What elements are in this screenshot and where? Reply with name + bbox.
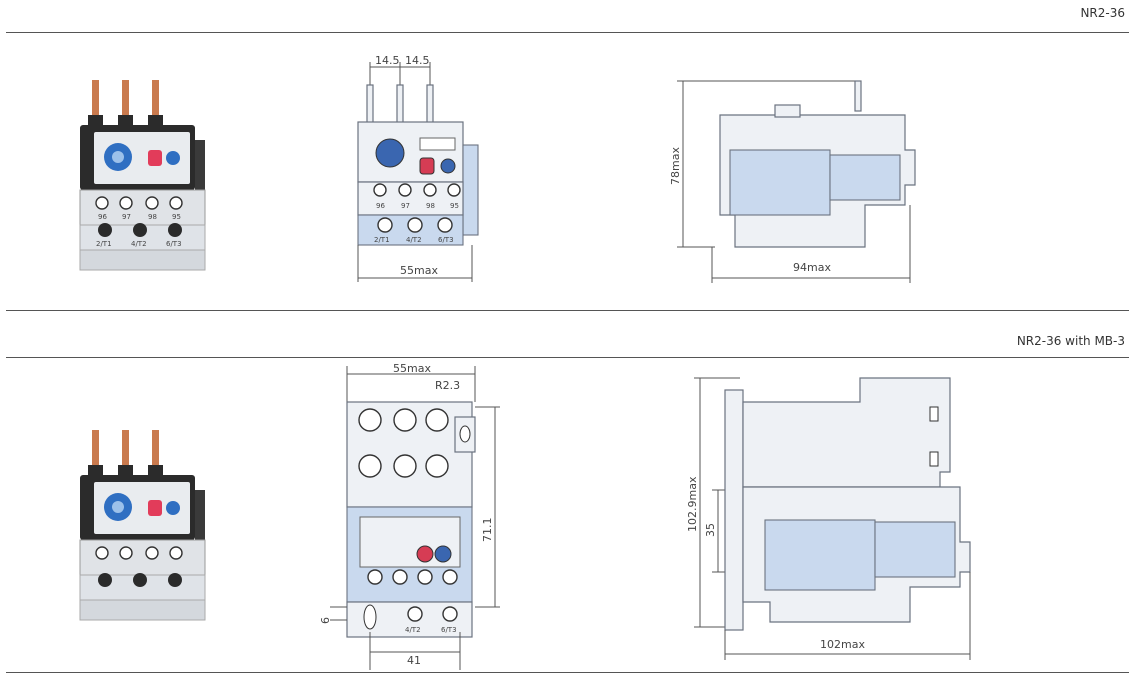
product-photo-nr2-36-mb-3 bbox=[79, 430, 206, 621]
mb-3-side bbox=[742, 377, 951, 488]
photo-label: 4/T2 bbox=[131, 240, 147, 248]
photo-label: 97 bbox=[122, 213, 131, 221]
front-label: 97 bbox=[401, 202, 410, 210]
dim-base: 41 bbox=[407, 654, 421, 667]
front-drawing-nr2-36: 14.5 14.5 96 97 98 95 2/T1 4/T2 6/T3 55m… bbox=[357, 54, 479, 282]
copper-pin bbox=[122, 80, 129, 130]
dim-width: 55max bbox=[393, 362, 431, 375]
copper-pin bbox=[92, 80, 99, 130]
dim-depth: 94max bbox=[793, 261, 831, 274]
section-divider bbox=[6, 310, 1129, 311]
dim-pitch-left: 14.5 bbox=[375, 54, 400, 67]
dim-height: 71.1 bbox=[481, 518, 494, 543]
front-label: 6/T3 bbox=[441, 626, 457, 634]
dim-width: 55max bbox=[400, 264, 438, 277]
section-divider bbox=[6, 672, 1129, 673]
front-label: 4/T2 bbox=[406, 236, 422, 244]
stop-button-icon bbox=[148, 150, 162, 166]
side-drawing-nr2-36: 78max 94max bbox=[669, 80, 916, 283]
dim-offset: 35 bbox=[704, 523, 717, 537]
photo-label: 95 bbox=[172, 213, 181, 221]
dim-height: 78max bbox=[669, 147, 682, 185]
front-label: 6/T3 bbox=[438, 236, 454, 244]
section-divider bbox=[6, 357, 1129, 358]
product-photo-nr2-36: 96 97 98 95 2/T1 4/T2 6/T3 bbox=[79, 80, 206, 271]
reset-button-icon bbox=[166, 151, 180, 165]
dim-small: 6 bbox=[319, 617, 332, 624]
photo-label: 96 bbox=[98, 213, 107, 221]
dim-height: 102.9max bbox=[686, 476, 699, 532]
section-title-nr2-36: NR2-36 bbox=[1080, 6, 1125, 20]
section-divider bbox=[6, 32, 1129, 33]
photo-label: 2/T1 bbox=[96, 240, 112, 248]
front-label: 95 bbox=[450, 202, 459, 210]
front-label: 4/T2 bbox=[405, 626, 421, 634]
dim-radius: R2.3 bbox=[435, 379, 460, 392]
dim-depth: 102max bbox=[820, 638, 865, 651]
front-label: 98 bbox=[426, 202, 435, 210]
copper-pin bbox=[152, 80, 159, 130]
side-drawing-nr2-36-mb-3: 102.9max 35 102max bbox=[686, 377, 971, 660]
photo-label: 98 bbox=[148, 213, 157, 221]
section-title-nr2-36-mb-3: NR2-36 with MB-3 bbox=[1016, 334, 1125, 348]
photo-label: 6/T3 bbox=[166, 240, 182, 248]
front-label: 2/T1 bbox=[374, 236, 390, 244]
dim-pitch-right: 14.5 bbox=[405, 54, 430, 67]
front-label: 96 bbox=[376, 202, 385, 210]
front-drawing-nr2-36-mb-3: 55max R2.3 71.1 4/T2 6/T3 6 41 bbox=[319, 362, 500, 670]
